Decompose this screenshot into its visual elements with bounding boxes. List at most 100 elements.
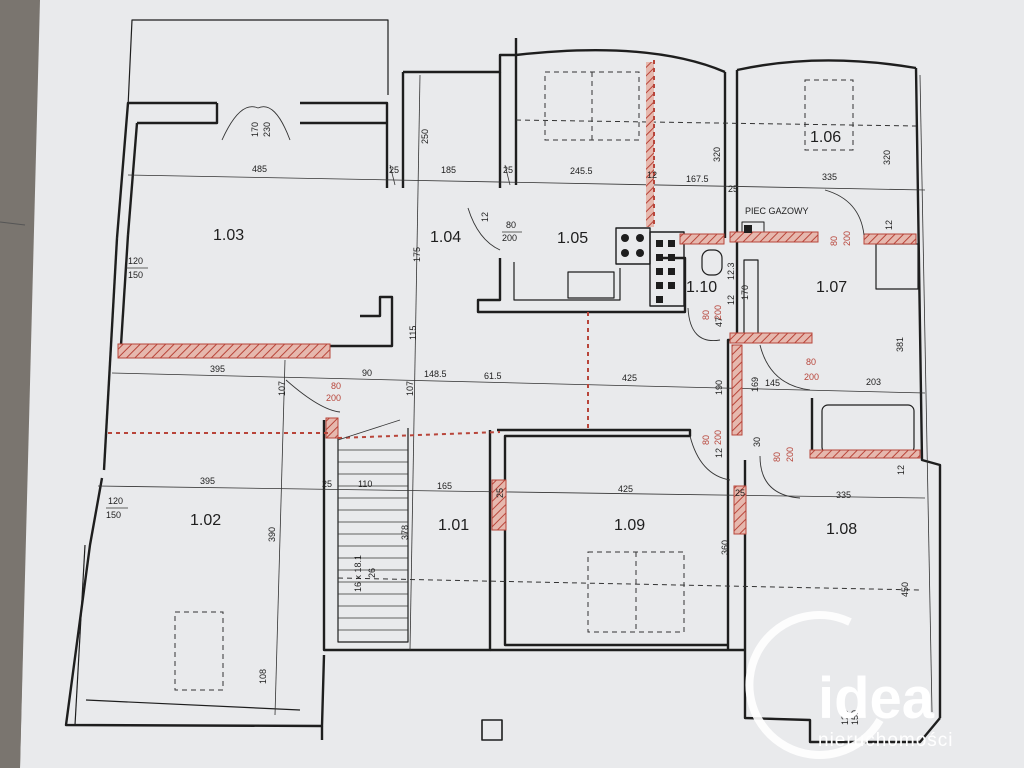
dimension-label: 200 <box>502 233 517 243</box>
dimension-label: 185 <box>441 165 456 175</box>
dimension-label: 90 <box>362 368 372 378</box>
dimension-label: 110 <box>358 479 372 489</box>
dimension-label: 25 <box>389 165 399 175</box>
wall-staircase <box>322 420 492 652</box>
dimension-label: 107 <box>277 381 287 396</box>
dimension-label: 150 <box>128 270 143 280</box>
dimension-label: 395 <box>200 476 215 486</box>
room-label-110: 1.10 <box>686 279 717 296</box>
dimension-label: 203 <box>866 377 881 387</box>
dimension-label: 395 <box>210 364 225 374</box>
door-label: 200 <box>804 372 819 382</box>
stair-treads <box>337 419 408 631</box>
dimension-label: 120 <box>128 256 143 266</box>
dimension-label: 250 <box>420 129 430 144</box>
dimension-label: 378 <box>400 525 410 540</box>
door-swings <box>221 106 865 499</box>
wall-right-top-curve <box>736 59 917 72</box>
gas-stove-label: PIEC GAZOWY <box>745 206 809 216</box>
dimension-label: 25 <box>495 488 505 498</box>
dimension-label: 108 <box>258 669 268 684</box>
dimension-label: 120 <box>108 496 123 506</box>
door-label: 200 <box>713 430 723 445</box>
stove-burners <box>621 225 752 303</box>
door-label: 200 <box>842 231 852 246</box>
wall-top-curve <box>515 49 726 74</box>
room-label-107: 1.07 <box>816 279 847 296</box>
dimension-label: 175 <box>412 247 422 262</box>
background-surface <box>0 0 40 768</box>
dimension-label: 12.3 <box>726 262 736 280</box>
wall-top-mid <box>403 38 518 74</box>
wall-left-outer <box>102 237 119 471</box>
dimension-label: 12 <box>714 448 724 458</box>
dimension-label: 167.5 <box>686 174 709 184</box>
dimension-label: 169 <box>750 377 760 392</box>
room-label-106: 1.06 <box>810 129 841 146</box>
door-label: 200 <box>326 393 341 403</box>
dimension-label: 115 <box>408 326 418 340</box>
idea-logo: idea nieruchomości <box>745 611 954 759</box>
room-label-104: 1.04 <box>430 229 461 246</box>
dimension-label: 245.5 <box>570 166 593 176</box>
dimension-label: 12 <box>896 465 906 475</box>
sink <box>567 271 615 299</box>
hatched-walls <box>117 62 921 535</box>
dimension-label: 335 <box>836 490 851 500</box>
dimension-label: 190 <box>714 380 724 395</box>
dimension-label: 450 <box>900 582 910 597</box>
dimension-label: 390 <box>267 527 277 542</box>
kitchen-counter <box>476 256 687 314</box>
dimension-label: 25 <box>735 488 745 498</box>
paper-sheet <box>20 0 1024 768</box>
dimension-label: 61.5 <box>484 371 502 381</box>
cabinet <box>649 231 685 307</box>
dimension-label: 381 <box>895 337 905 352</box>
dimension-label: 120 <box>840 710 850 725</box>
door-label: 80 <box>331 381 341 391</box>
wall-109 <box>497 428 728 647</box>
dimension-lines <box>97 74 933 716</box>
room-label-102: 1.02 <box>190 512 221 529</box>
wall-chimney <box>330 295 394 348</box>
wall-bottom-left <box>64 477 326 728</box>
room-label-103: 1.03 <box>213 227 244 244</box>
marker-square <box>481 719 503 741</box>
door-label: 200 <box>785 447 795 462</box>
dimension-label: 12 <box>480 212 490 222</box>
dimension-label: 320 <box>882 150 892 165</box>
dimension-label: 25 <box>322 479 332 489</box>
dimension-label: 145 <box>765 378 780 388</box>
dimension-label: 230 <box>262 122 272 137</box>
dimension-label: 26 <box>367 568 377 578</box>
dimension-label: 150 <box>106 510 121 520</box>
wall-left-inner2 <box>119 234 130 346</box>
dimension-label: 360 <box>720 540 730 555</box>
door-label: 80 <box>829 236 839 246</box>
dimension-label: 47 <box>714 317 724 327</box>
dimension-label: 170 <box>250 122 260 137</box>
dashed-outlines <box>174 71 921 691</box>
room-label-105: 1.05 <box>557 230 588 247</box>
door-label: 80 <box>772 452 782 462</box>
dimension-label: 165 <box>437 481 452 491</box>
dimension-label: 12 <box>647 170 657 180</box>
wall-right-bottom <box>743 460 941 744</box>
logo-wordmark: idea <box>818 666 935 731</box>
dimension-label: 335 <box>822 172 837 182</box>
wall-upper-mid <box>300 101 389 188</box>
terrace-outline <box>127 19 389 108</box>
dimension-label: 30 <box>752 437 762 447</box>
dimension-label: 25 <box>503 165 513 175</box>
room-label-108: 1.08 <box>826 521 857 538</box>
dimension-label: 148.5 <box>424 369 447 379</box>
hatched-dashed-lines <box>108 60 655 439</box>
dimension-label: 320 <box>712 147 722 162</box>
dimension-label: 425 <box>618 484 633 494</box>
logo-subtitle: nieruchomości <box>818 730 954 751</box>
dimension-label: 485 <box>252 164 267 174</box>
dimension-label: 16 x 18.1 <box>353 555 363 592</box>
door-label: 200 <box>713 305 723 320</box>
room-label-109: 1.09 <box>614 517 645 534</box>
